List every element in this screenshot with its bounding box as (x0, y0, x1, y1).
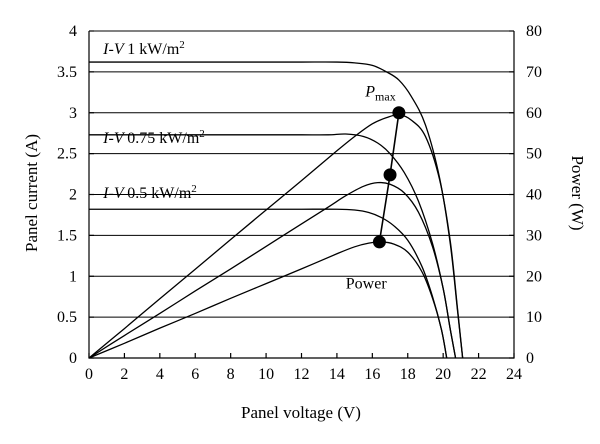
iv-label-1kw: I-V 1 kW/m2 (102, 39, 185, 58)
x-axis-title: Panel voltage (V) (241, 403, 361, 422)
series-line-i-v-0-5-kw-m2 (89, 208, 448, 359)
iv-label-075kw: I-V 0.75 kW/m2 (102, 128, 205, 147)
y-left-tick-label: 4 (69, 23, 77, 40)
series-line-i-v-1-kw-m2 (88, 61, 464, 359)
x-tick-label: 22 (471, 366, 487, 383)
mpp-point (372, 235, 386, 249)
y-right-tick-label: 70 (526, 64, 542, 81)
y-right-tick-label: 30 (526, 227, 542, 244)
iv-label-05kw: I-V 0.5 kW/m2 (102, 183, 197, 202)
y-right-tick-label: 60 (526, 105, 542, 122)
axes (88, 30, 515, 359)
series-line-power-0-5-kw-m2 (88, 241, 448, 359)
x-tick-label: 24 (506, 366, 522, 383)
gridlines (89, 30, 514, 318)
annotations: I-V 1 kW/m2I-V 0.75 kW/m2I-V 0.5 kW/m2 Pm… (102, 39, 396, 293)
y-right-tick-label: 0 (526, 350, 534, 367)
y-right-tick-label: 20 (526, 268, 542, 285)
y-left-tick-label: 0 (69, 350, 77, 367)
mpp-point (383, 168, 397, 182)
x-tick-label: 12 (294, 366, 310, 383)
right-axis-title: Power (W) (568, 155, 587, 230)
mpp-markers (372, 106, 406, 249)
x-tick-label: 16 (364, 366, 380, 383)
series-line-power-1-kw-m2 (88, 114, 464, 359)
y-left-tick-label: 2.5 (57, 146, 77, 163)
y-left-tick-label: 2 (69, 187, 77, 204)
x-tick-label: 8 (227, 366, 235, 383)
y-right-tick-label: 40 (526, 187, 542, 204)
series-line-i-v-0-75-kw-m2 (89, 133, 457, 359)
pmax-label: Pmax (364, 83, 395, 103)
y-left-tick-label: 1.5 (57, 227, 77, 244)
x-tick-label: 6 (191, 366, 199, 383)
y-right-tick-label: 50 (526, 146, 542, 163)
y-left-tick-label: 3 (69, 105, 77, 122)
x-tick-label: 10 (258, 366, 274, 383)
left-axis-title: Panel current (A) (22, 134, 41, 252)
x-tick-label: 4 (156, 366, 164, 383)
y-right-tick-label: 80 (526, 23, 542, 40)
y-left-tick-label: 1 (69, 268, 77, 285)
x-tick-label: 20 (435, 366, 451, 383)
series-line-power-0-75-kw-m2 (88, 181, 457, 359)
y-left-tick-label: 0.5 (57, 309, 77, 326)
y-right-tick-label: 10 (526, 309, 542, 326)
curves (88, 61, 464, 359)
x-tick-label: 18 (400, 366, 416, 383)
x-tick-label: 14 (329, 366, 345, 383)
x-tick-label: 2 (120, 366, 128, 383)
mpp-point (392, 106, 406, 120)
power-label: Power (346, 276, 388, 293)
y-left-tick-label: 3.5 (57, 64, 77, 81)
x-tick-label: 0 (85, 366, 93, 383)
